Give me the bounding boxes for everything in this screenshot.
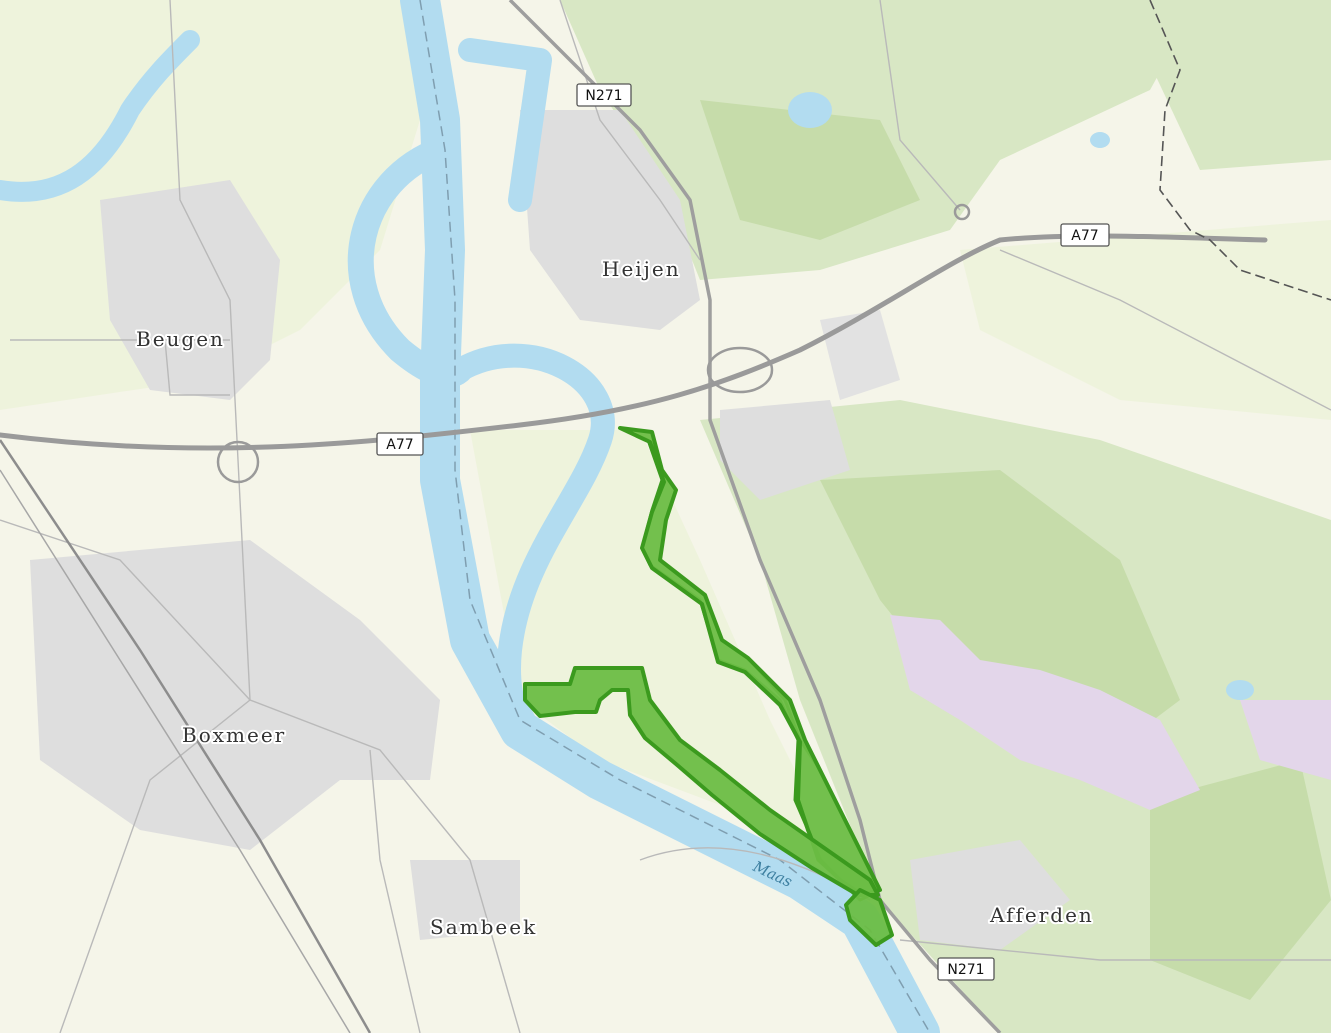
shield-n271-north: N271 <box>576 83 632 107</box>
n271-road <box>508 0 1002 1033</box>
heath-areas <box>890 615 1331 810</box>
maas-river <box>0 0 940 1033</box>
industrial-block <box>820 310 900 400</box>
shipping-lane <box>419 0 931 1033</box>
shield-a77-east-text: A77 <box>1071 228 1098 244</box>
label-heijen: Heijen <box>602 257 681 281</box>
a77-interchanges <box>216 203 971 484</box>
shield-n271-north-text: N271 <box>585 88 622 104</box>
label-sambeek: Sambeek <box>430 915 537 939</box>
highlight-arm-southwest[interactable] <box>523 666 880 897</box>
railway-track-2 <box>0 469 351 1033</box>
shield-a77-west-text: A77 <box>386 437 413 453</box>
border-line <box>1149 0 1331 301</box>
shield-n271-south: N271 <box>937 957 995 981</box>
highlight-tip-south[interactable] <box>844 888 894 947</box>
label-afferden: Afferden <box>989 903 1094 927</box>
label-beugen: Beugen <box>136 327 225 351</box>
label-boxmeer: Boxmeer <box>182 723 286 747</box>
small-lakes <box>788 92 1254 700</box>
railway <box>0 439 372 1033</box>
shield-n271-south-text: N271 <box>947 962 984 978</box>
highlighted-area[interactable] <box>523 426 894 947</box>
shield-a77-east: A77 <box>1060 223 1110 247</box>
urban-areas <box>30 110 1070 950</box>
shield-a77-west: A77 <box>376 432 424 456</box>
